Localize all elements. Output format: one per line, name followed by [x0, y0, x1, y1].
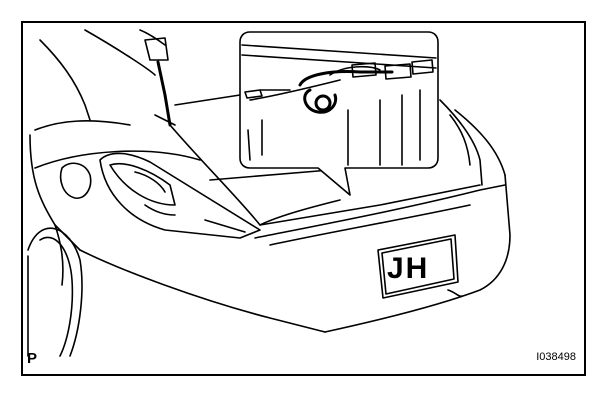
figure-code: I038498 — [536, 351, 576, 363]
rear-wheel — [27, 227, 83, 357]
rear-bumper — [254, 184, 506, 298]
connector-icon — [314, 94, 332, 112]
trunk-opening — [169, 94, 483, 226]
detail-callout — [239, 31, 439, 196]
trunk-lid — [84, 29, 176, 127]
wire-harness — [298, 70, 394, 87]
corner-label: P — [27, 350, 38, 367]
license-plate-text: JH — [387, 252, 430, 285]
trunk-strut — [156, 60, 172, 127]
fuel-door — [59, 162, 92, 199]
license-plate — [377, 234, 459, 299]
figure-frame — [21, 21, 586, 376]
car-body — [29, 39, 511, 333]
tail-light — [99, 152, 261, 239]
